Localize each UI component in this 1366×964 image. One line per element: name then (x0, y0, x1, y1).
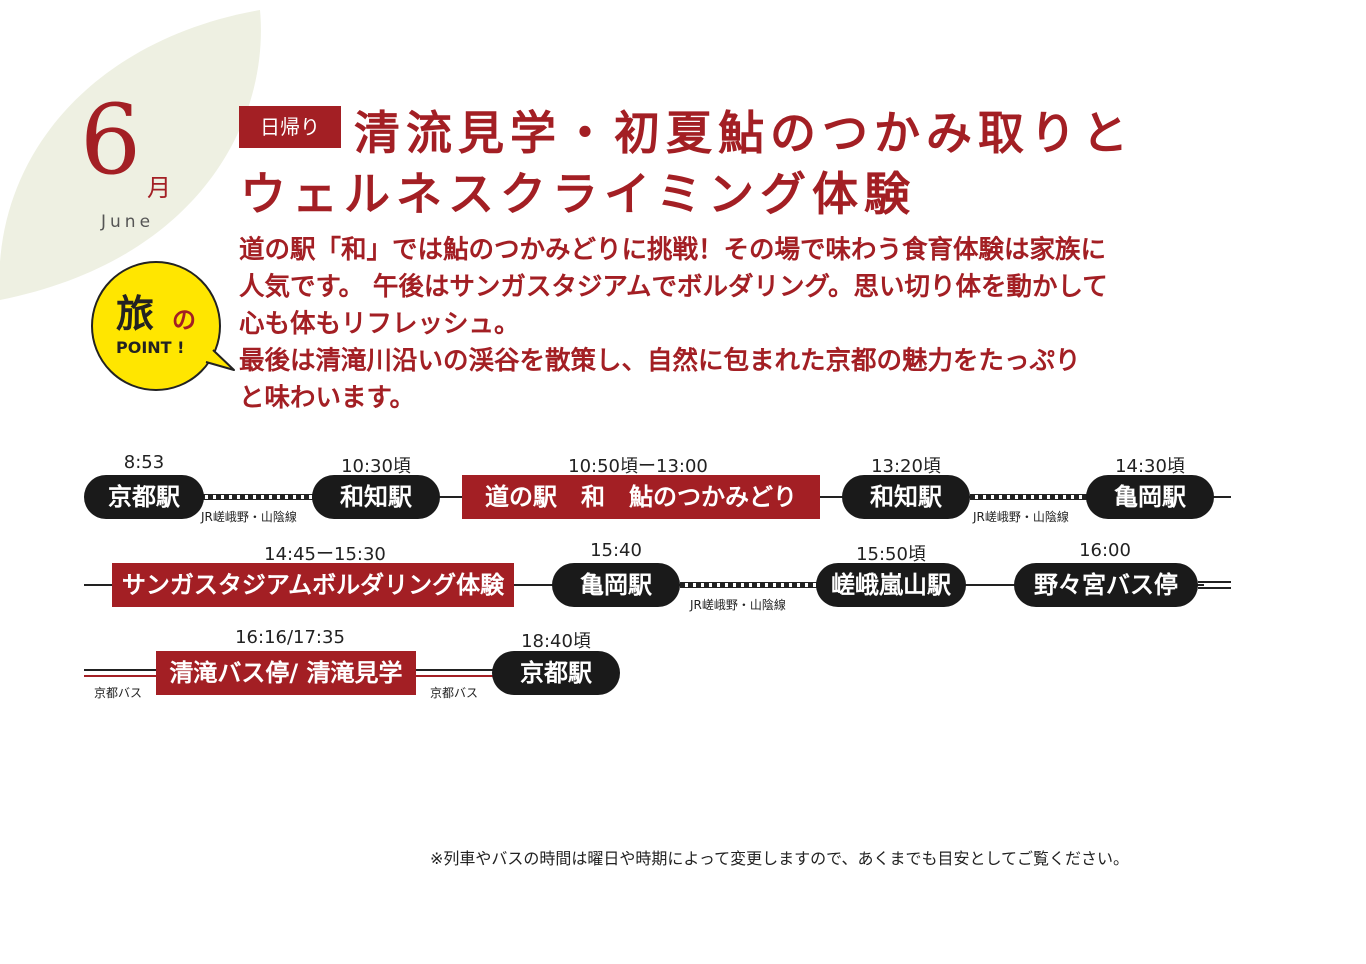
rail-segment (200, 494, 315, 500)
rail-label: JR嵯峨野・山陰線 (973, 510, 1069, 524)
bus-line (1198, 581, 1231, 589)
page-title-line1: 清流見学・初夏鮎のつかみ取りと (354, 106, 1134, 160)
rail-segment (970, 494, 1088, 500)
bus-label: 京都バス (94, 686, 143, 700)
month-kanji: 月 (147, 174, 171, 202)
page-title-line2: ウェルネスクライミング体験 (240, 167, 916, 221)
activity-michinoeki-ayu: 道の駅 和 鮎のつかみどり (462, 475, 820, 519)
stop-kameoka-station: 亀岡駅 (552, 563, 680, 607)
leaf-decoration (0, 10, 261, 300)
time-label: 14:30頃 (1115, 456, 1185, 477)
description: 道の駅「和」では鮎のつかみどりに挑戦！その場で味わう食育体験は家族に 人気です。… (239, 232, 1249, 417)
time-label: 14:45ー15:30 (264, 544, 386, 565)
description-line: 道の駅「和」では鮎のつかみどりに挑戦！その場で味わう食育体験は家族に (239, 235, 1107, 265)
stop-nonomiya-bus: 野々宮バス停 (1014, 563, 1198, 607)
description-line: と味わいます。 (239, 383, 415, 413)
time-label: 13:20頃 (871, 456, 941, 477)
description-line: 人気です。 午後はサンガスタジアムでボルダリング。思い切り体を動かして (239, 272, 1108, 302)
month-english: June (101, 212, 155, 232)
stop-wachi-station: 和知駅 (312, 475, 440, 519)
badge-no: の (172, 306, 196, 334)
time-label: 16:00 (1079, 540, 1131, 561)
stop-sagaarashiyama-station: 嵯峨嵐山駅 (816, 563, 966, 607)
activity-kiyotaki: 清滝バス停/ 清滝見学 (156, 651, 416, 695)
footnote: ※列車やバスの時間は曜日や時期によって変更しますので、あくまでも目安としてご覧く… (430, 849, 1130, 868)
time-label: 16:16/17:35 (235, 627, 345, 648)
time-label: 10:30頃 (341, 456, 411, 477)
bus-label: 京都バス (430, 686, 479, 700)
time-label: 10:50頃ー13:00 (568, 456, 708, 477)
description-line: 心も体もリフレッシュ。 (239, 309, 520, 339)
rail-segment (680, 582, 820, 588)
rail-label: JR嵯峨野・山陰線 (201, 510, 297, 524)
bus-line (84, 669, 159, 677)
tabi-point-badge (91, 261, 235, 391)
time-label: 18:40頃 (521, 631, 591, 652)
stop-kyoto-station: 京都駅 (492, 651, 620, 695)
bus-line (414, 669, 494, 677)
badge-tabi: 旅 (116, 292, 155, 336)
time-label: 15:40 (590, 540, 642, 561)
badge-point: POINT ! (116, 338, 185, 357)
stop-wachi-station: 和知駅 (842, 475, 970, 519)
month-number: 6 (80, 84, 142, 196)
day-trip-tag: 日帰り (239, 106, 341, 148)
stop-kameoka-station: 亀岡駅 (1086, 475, 1214, 519)
description-line: 最後は清滝川沿いの渓谷を散策し、自然に包まれた京都の魅力をたっぷり (239, 346, 1081, 376)
stop-kyoto-station: 京都駅 (84, 475, 204, 519)
time-label: 15:50頃 (856, 544, 926, 565)
rail-label: JR嵯峨野・山陰線 (690, 598, 786, 612)
activity-sanga-bouldering: サンガスタジアムボルダリング体験 (112, 563, 514, 607)
time-label: 8:53 (123, 452, 165, 473)
